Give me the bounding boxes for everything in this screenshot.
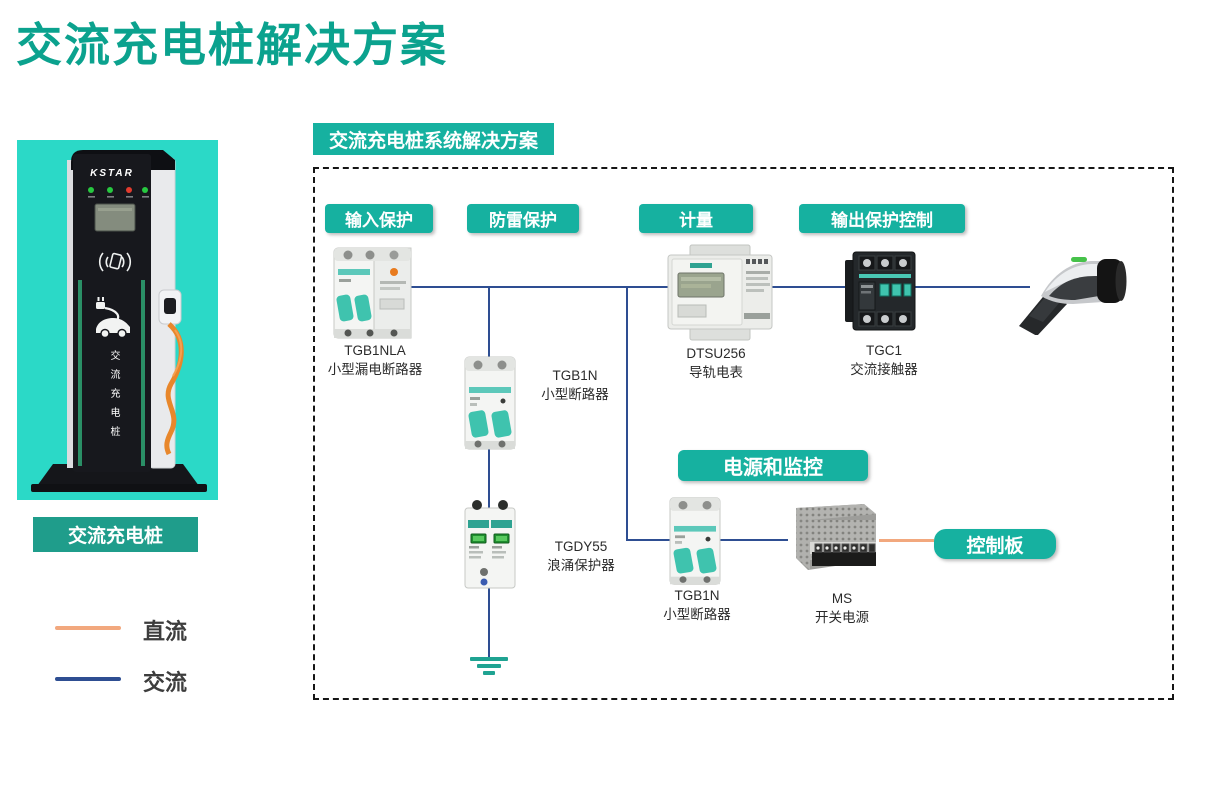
pile-vertical-label: 交流充电桩 [108, 350, 119, 445]
system-title-badge: 交流充电桩系统解决方案 [313, 123, 555, 155]
name-text: 小型漏电断路器 [327, 361, 423, 377]
ac-power-branch-wire-vertical [626, 286, 628, 541]
label-tgdy55: TGDY55 浪涌保护器 [520, 538, 642, 576]
charging-pile-illustration [31, 150, 207, 492]
page-title: 交流充电桩解决方案 [16, 19, 448, 71]
component-tgb1n-breaker-2 [664, 494, 726, 588]
label-ms: MS 开关电源 [782, 590, 902, 628]
diagram-frame [313, 167, 1174, 700]
name-text: 交流接触器 [850, 361, 918, 377]
name-text: 浪涌保护器 [547, 557, 615, 573]
charging-gun-image [1015, 250, 1130, 336]
component-tgc1-contactor [843, 248, 919, 334]
ground-symbol-icon [469, 657, 509, 678]
tag-control-board: 控制板 [934, 529, 1056, 559]
label-tgc1: TGC1 交流接触器 [824, 342, 944, 380]
model-text: TGDY55 [554, 539, 608, 554]
pile-brand-logo: KSTAR [90, 168, 134, 179]
name-text: 开关电源 [815, 609, 869, 625]
component-ms-power-supply [786, 500, 881, 576]
label-tgb1n-2: TGB1N 小型断路器 [635, 587, 759, 625]
legend-ac-label: 交流 [143, 670, 188, 695]
component-tgdy55-spd [461, 498, 519, 593]
tag-power-and-monitoring: 电源和监控 [678, 450, 868, 481]
charging-pile-photo: KSTAR 交流充电桩 [17, 140, 218, 500]
model-text: TGB1N [674, 588, 720, 603]
model-text: DTSU256 [686, 346, 746, 361]
tag-metering: 计量 [639, 204, 753, 233]
tag-lightning-protection: 防雷保护 [467, 204, 579, 233]
name-text: 小型断路器 [541, 386, 609, 402]
component-tgb1nla-breaker [330, 243, 415, 343]
name-text: 小型断路器 [663, 606, 731, 622]
label-dtsu256: DTSU256 导轨电表 [655, 345, 777, 383]
component-tgb1n-breaker [459, 353, 521, 453]
model-text: TGC1 [865, 343, 902, 358]
model-text: TGB1N [552, 368, 598, 383]
legend-dc-label: 直流 [143, 619, 188, 644]
pile-caption-badge: 交流充电桩 [33, 517, 198, 552]
model-text: TGB1NLA [344, 343, 406, 358]
label-tgb1n: TGB1N 小型断路器 [515, 367, 635, 405]
component-dtsu256-meter [660, 243, 780, 343]
ac-spd-branch-wire [488, 286, 490, 657]
dc-wire-to-control-board [879, 539, 934, 542]
tag-input-protection: 输入保护 [325, 204, 433, 233]
legend-dc-line [55, 626, 121, 630]
tag-output-protection-control: 输出保护控制 [799, 204, 965, 233]
model-text: MS [831, 591, 853, 606]
label-tgb1nla: TGB1NLA 小型漏电断路器 [295, 342, 455, 380]
legend-ac-line [55, 677, 121, 681]
name-text: 导轨电表 [689, 364, 743, 380]
